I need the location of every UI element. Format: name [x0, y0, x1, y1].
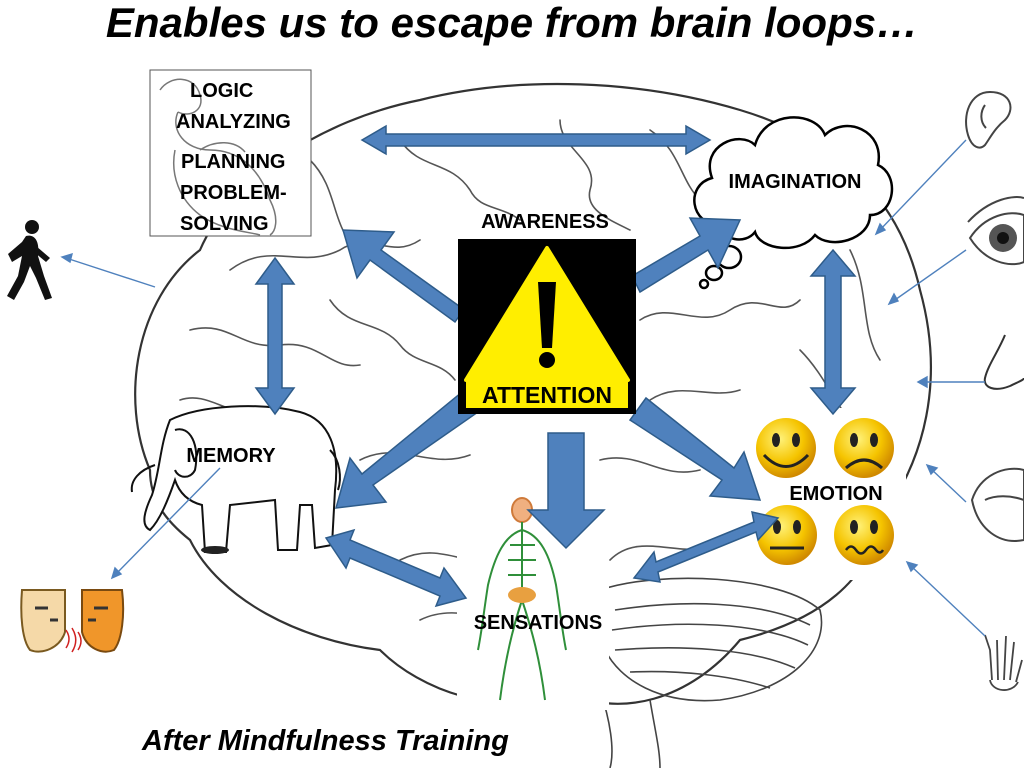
elephant-icon — [130, 405, 341, 554]
sense-lines — [60, 139, 986, 637]
neutral-face-icon — [757, 505, 817, 565]
arrow-logic-memory — [254, 256, 296, 416]
talking-faces-icon — [20, 589, 125, 653]
label-solving: SOLVING — [180, 213, 269, 235]
eye-icon — [967, 196, 1024, 266]
attention-sign-label: ATTENTION — [482, 382, 612, 408]
label-imagination: IMAGINATION — [729, 171, 862, 193]
connection-arrows — [254, 124, 857, 608]
arrow-attention-logic — [341, 229, 470, 324]
arrow-attention-sensations — [526, 432, 606, 550]
hand-icon — [984, 634, 1023, 691]
label-logic: LOGIC — [190, 80, 253, 102]
worried-face-icon — [834, 505, 894, 565]
arrow-attention-memory — [334, 390, 480, 509]
arrow-attention-emotion — [628, 396, 762, 501]
arrow-memory-sensations — [324, 528, 468, 608]
label-memory: MEMORY — [186, 445, 276, 467]
cloud-icon — [693, 116, 894, 290]
arrow-attention-imagination — [627, 217, 742, 294]
label-emotion: EMOTION — [789, 483, 882, 505]
nose-icon — [983, 334, 1024, 390]
attention-sign: ATTENTION — [458, 239, 636, 414]
thinker-icon — [149, 69, 312, 237]
walking-person-icon — [7, 220, 52, 300]
slide-title: Enables us to escape from brain loops… — [106, 0, 918, 46]
label-problem: PROBLEM- — [180, 182, 287, 204]
label-planning: PLANNING — [181, 151, 285, 173]
label-analyzing: ANALYZING — [176, 111, 291, 133]
label-awareness: AWARENESS — [481, 211, 609, 233]
sad-face-icon — [834, 418, 894, 478]
label-sensations: SENSATIONS — [474, 612, 603, 634]
arrow-imagination-emotion — [809, 248, 857, 416]
cerebellum — [599, 577, 823, 768]
arrow-sensations-emotion — [632, 511, 780, 583]
slide-subtitle: After Mindfulness Training — [141, 725, 509, 757]
arrow-logic-imagination — [360, 124, 712, 156]
happy-face-icon — [756, 418, 816, 478]
ear-icon — [965, 90, 1012, 149]
mouth-icon — [970, 467, 1024, 542]
emotion-faces — [752, 408, 906, 580]
